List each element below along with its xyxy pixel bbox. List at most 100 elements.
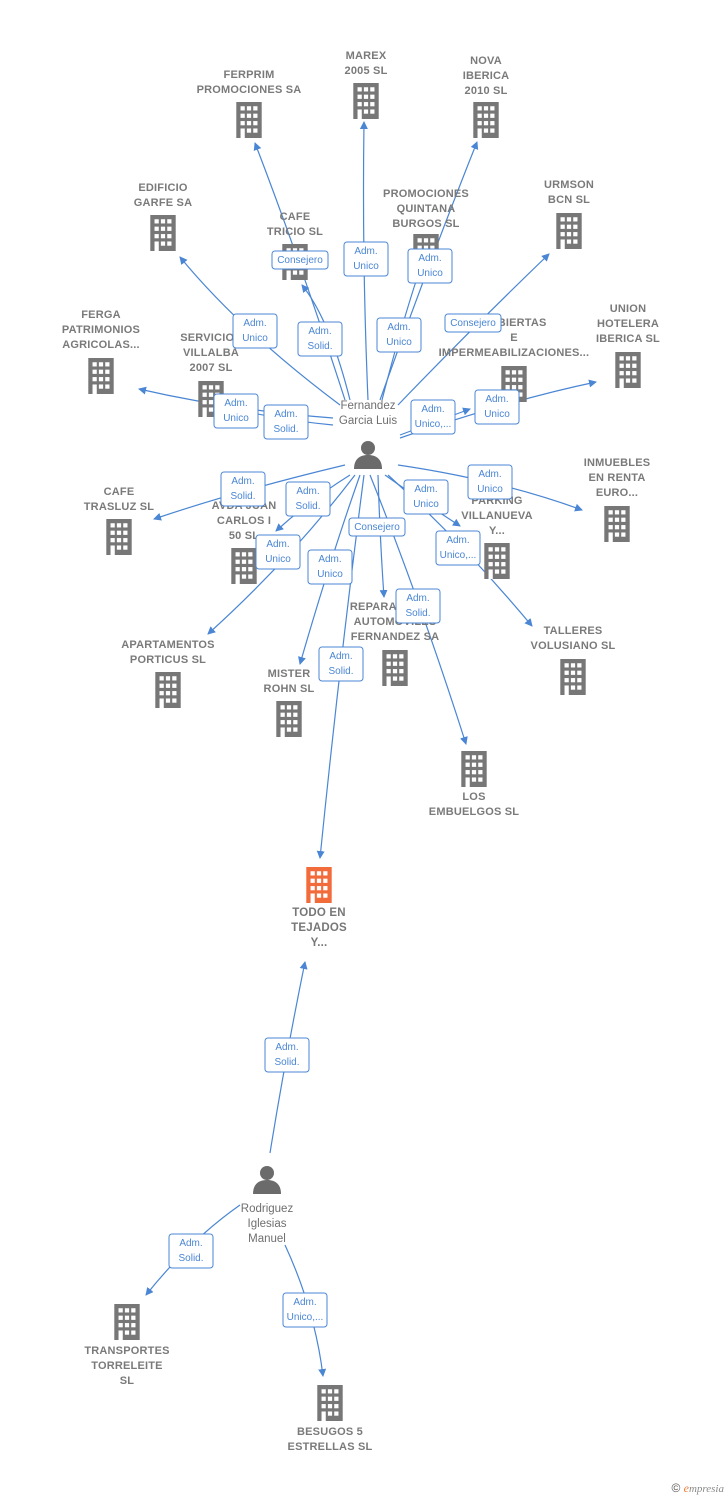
relation-label-mister[interactable]: Adm.Unico [307, 549, 353, 585]
company-node-ferga[interactable]: FERGAPATRIMONIOSAGRICOLAS... [62, 309, 140, 394]
company-label: FERNANDEZ SA [351, 631, 440, 643]
relation-text: Adm. [446, 535, 469, 546]
relation-label-urmson[interactable]: Consejero [444, 313, 502, 333]
company-label: URMSON [544, 179, 594, 191]
relation-text: Adm. [308, 326, 331, 337]
company-label: UNION [610, 303, 646, 315]
relation-text: Adm. [329, 651, 352, 662]
relation-label-cafetrasluz[interactable]: Adm.Solid. [220, 471, 266, 507]
copyright-symbol: © [671, 1481, 681, 1495]
building-icon [306, 867, 332, 903]
relation-text: Adm. [354, 246, 377, 257]
company-label: EDIFICIO [138, 182, 188, 194]
company-label: TALLERES [544, 625, 603, 637]
company-label: VOLUSIANO SL [531, 640, 616, 652]
building-icon [556, 213, 582, 249]
relation-text: Adm. [387, 322, 410, 333]
company-label: QUINTANA [397, 203, 456, 215]
relation-label-talleres[interactable]: Adm.Unico,... [435, 530, 481, 566]
relation-label-promociones[interactable]: Adm.Unico [376, 317, 422, 353]
relation-label-besugos[interactable]: Adm.Unico,... [282, 1292, 328, 1328]
relation-label-marex[interactable]: Adm.Unico [343, 241, 389, 277]
relation-box [285, 481, 331, 517]
relation-box [410, 399, 456, 435]
relation-text: Consejero [450, 318, 496, 329]
relation-text: Adm. [224, 398, 247, 409]
relation-label-nova[interactable]: Adm.Unico [407, 248, 453, 284]
company-label: CAFE [104, 486, 135, 498]
relation-label-todo2[interactable]: Adm.Solid. [264, 1037, 310, 1073]
company-label: LOS [462, 791, 485, 803]
relation-label-todo[interactable]: Adm.Solid. [318, 646, 364, 682]
relation-box [467, 464, 513, 500]
person-label: Fernandez [341, 400, 396, 412]
relation-box [407, 248, 453, 284]
relation-text: Unico [242, 333, 268, 344]
company-label: FERPRIM [224, 69, 275, 81]
relation-label-apartamentos[interactable]: Adm.Unico [255, 534, 301, 570]
company-label: BESUGOS 5 [297, 1426, 363, 1438]
relation-text: Adm. [275, 1042, 298, 1053]
relation-text: Solid. [273, 424, 298, 435]
company-node-todo[interactable]: TODO ENTEJADOSY... [291, 867, 347, 949]
relation-label-avjuan[interactable]: Adm.Solid. [285, 481, 331, 517]
company-label: TEJADOS [291, 922, 347, 934]
relation-text: Consejero [354, 522, 400, 533]
company-label: 2010 SL [465, 85, 508, 97]
relation-label-reparaciones[interactable]: Consejero [348, 517, 406, 537]
relation-label-inmuebles[interactable]: Adm.Unico [467, 464, 513, 500]
relation-label-servicios[interactable]: Adm.Solid. [263, 404, 309, 440]
company-label: ROHN SL [264, 683, 315, 695]
building-icon [88, 358, 114, 394]
building-icon [276, 701, 302, 737]
relation-text: Adm. [231, 476, 254, 487]
building-icon [353, 83, 379, 119]
building-icon [473, 102, 499, 138]
relation-label-embuelgos[interactable]: Adm.Solid. [395, 588, 441, 624]
relation-label-cubiertas[interactable]: Adm.Unico,... [410, 399, 456, 435]
company-label: HOTELERA [597, 318, 659, 330]
relation-label-ferprim[interactable]: Adm.Solid. [297, 321, 343, 357]
company-node-talleres[interactable]: TALLERES VOLUSIANO SL [531, 625, 616, 695]
company-label: EURO... [596, 487, 638, 499]
relation-label-transportes[interactable]: Adm.Solid. [168, 1233, 214, 1269]
person-label: Rodriguez [241, 1203, 294, 1215]
relation-text: Unico [223, 413, 249, 424]
company-label: CAFE [280, 211, 311, 223]
company-label: E [510, 332, 518, 344]
relation-text: Adm. [318, 554, 341, 565]
empresia-logo-text: mpresia [688, 1483, 724, 1495]
relation-text: Unico [484, 409, 510, 420]
relation-label-parking[interactable]: Adm.Unico [403, 479, 449, 515]
company-label: BURGOS SL [392, 218, 459, 230]
building-icon [382, 650, 408, 686]
relation-label-cafetricio[interactable]: Consejero [271, 250, 329, 270]
building-icon [484, 543, 510, 579]
relation-label-union[interactable]: Adm.Unico [474, 389, 520, 425]
relation-label-edificio[interactable]: Adm.Unico [232, 313, 278, 349]
relation-text: Consejero [277, 255, 323, 266]
edge-fernandez-reparaciones [377, 474, 388, 598]
company-label: VILLALBA [183, 347, 239, 359]
person-label: Iglesias [248, 1218, 287, 1230]
relation-label-ferga[interactable]: Adm. Unico [213, 393, 259, 429]
